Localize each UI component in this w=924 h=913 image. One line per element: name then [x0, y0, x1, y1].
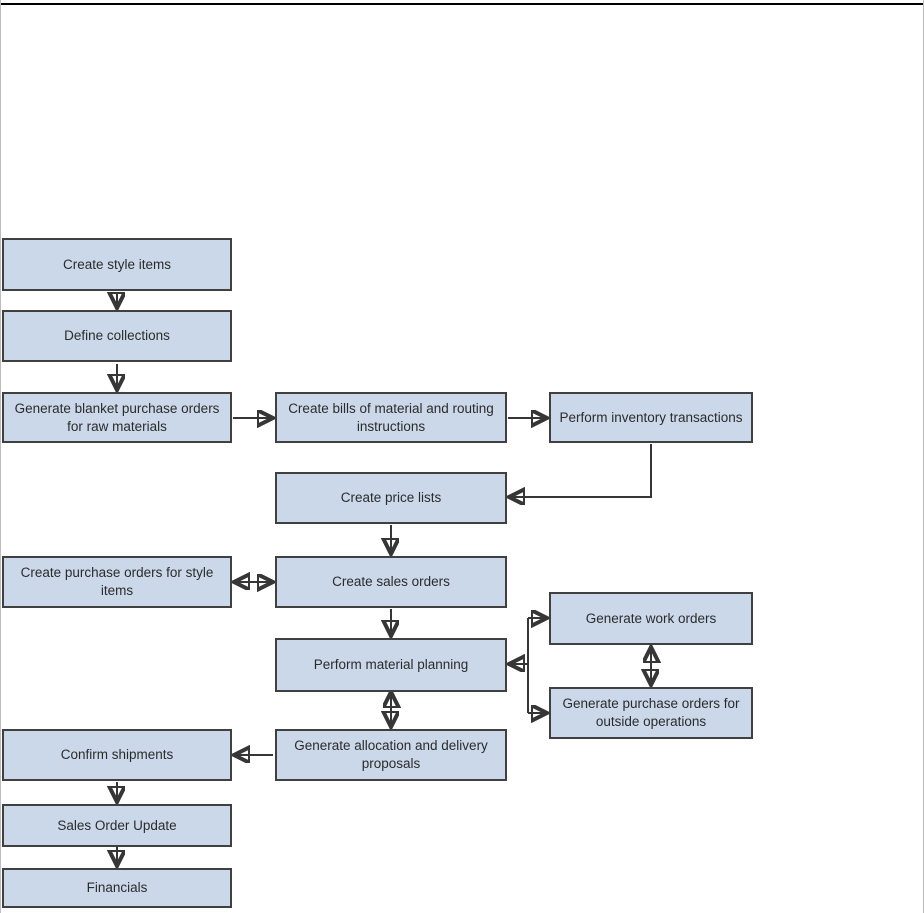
node-generate-work-orders: Generate work orders	[549, 592, 753, 645]
node-perform-material-planning: Perform material planning	[275, 638, 507, 692]
node-label: Financials	[86, 880, 148, 896]
node-label: Generate blanket purchase orders for raw…	[14, 400, 220, 434]
node-label: Confirm shipments	[60, 747, 174, 763]
node-label: Create bills of material and routing ins…	[288, 400, 494, 434]
node-sales-order-update: Sales Order Update	[2, 804, 232, 847]
node-create-sales-orders: Create sales orders	[275, 556, 507, 608]
node-generate-allocation: Generate allocation and delivery proposa…	[275, 729, 507, 781]
node-label: Perform inventory transactions	[559, 409, 743, 425]
node-create-style-items: Create style items	[2, 238, 232, 291]
node-label: Create style items	[62, 256, 172, 272]
node-label: Sales Order Update	[57, 817, 177, 833]
node-label: Generate purchase orders for outside ope…	[562, 696, 740, 729]
node-label: Create purchase orders for style items	[20, 565, 214, 598]
node-generate-blanket-po: Generate blanket purchase orders for raw…	[2, 392, 232, 443]
node-label: Define collections	[64, 328, 170, 344]
node-financials: Financials	[2, 868, 232, 908]
node-label: Perform material planning	[313, 657, 469, 673]
node-label: Generate work orders	[585, 610, 717, 626]
node-perform-inventory: Perform inventory transactions	[549, 392, 753, 443]
node-label: Generate allocation and delivery proposa…	[294, 738, 488, 771]
node-define-collections: Define collections	[2, 310, 232, 362]
node-label: Create price lists	[340, 490, 442, 506]
node-create-bills: Create bills of material and routing ins…	[275, 392, 507, 443]
node-generate-po-outside-ops: Generate purchase orders for outside ope…	[549, 687, 753, 739]
node-label: Create sales orders	[332, 574, 450, 590]
node-create-price-lists: Create price lists	[275, 472, 507, 524]
top-horizontal-rule	[0, 3, 924, 5]
node-confirm-shipments: Confirm shipments	[2, 729, 232, 781]
node-create-po-style-items: Create purchase orders for style items	[2, 556, 232, 608]
arrow-inventory-to-price-lists	[511, 444, 652, 497]
page-left-edge	[0, 0, 1, 913]
